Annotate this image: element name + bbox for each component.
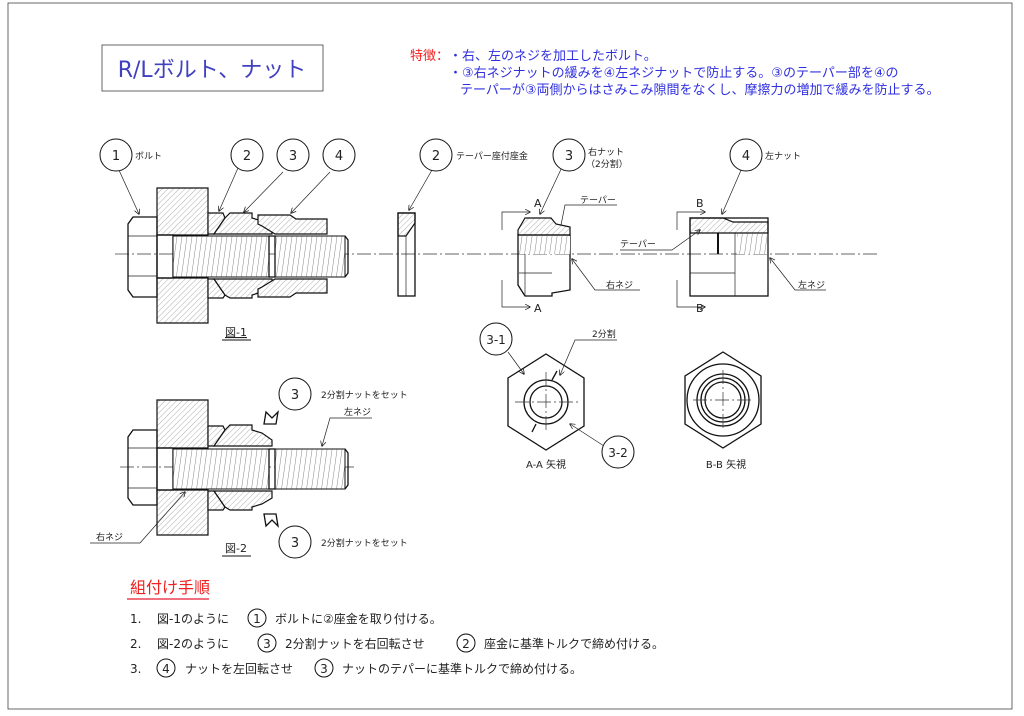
tag-3-2: 3-2 (601, 435, 635, 469)
left-nut-taper-label: テーパー (620, 239, 656, 250)
right-thread-label: 右ネジ (606, 279, 633, 291)
svg-text:3: 3 (291, 536, 299, 551)
svg-text:2: 2 (432, 149, 440, 164)
left-nut-part (620, 167, 826, 307)
svg-text:4: 4 (742, 149, 750, 164)
right-nut-part (501, 164, 640, 307)
svg-text:2分割ナットを右回転させ: 2分割ナットを右回転させ (285, 636, 425, 651)
step-1: 1. 図-1のように 1 ボルトに②座金を取り付ける。 (130, 608, 442, 628)
svg-text:4: 4 (162, 662, 170, 676)
section-b-top: B (696, 197, 704, 210)
balloon-washer: 2 (419, 138, 453, 172)
balloon-3: 3 (276, 138, 310, 172)
balloon-4: 4 (322, 138, 356, 172)
fig2-left-thread-label: 左ネジ (344, 406, 371, 418)
svg-text:ナットを左回転させ: ナットを左回転させ (185, 661, 293, 676)
balloon-left-nut: 4 (729, 138, 763, 172)
aa-view-caption: A-A 矢視 (526, 458, 566, 471)
assembly-heading: 組付け手順 (130, 578, 210, 597)
set-label-top: 2分割ナットをセット (321, 389, 408, 401)
svg-text:1: 1 (112, 149, 120, 164)
svg-text:2: 2 (462, 637, 470, 651)
right-nut-taper-label: テーパー (580, 195, 616, 206)
feature-line-1: ・右、左のネジを加工したボルト。 (449, 49, 657, 64)
bolt-label: ボルト (135, 151, 162, 162)
balloon-2: 2 (230, 138, 264, 172)
sheet-border (7, 2, 1013, 710)
svg-text:4: 4 (335, 149, 343, 164)
feature-line-3: テーパーが③両側からはさみこみ隙間をなくし、摩擦力の増加で緩みを防止する。 (460, 82, 940, 98)
svg-text:図-1のように: 図-1のように (157, 612, 229, 626)
svg-text:2.: 2. (130, 637, 141, 651)
figure-2-assembly (90, 399, 372, 544)
svg-text:3: 3 (289, 149, 297, 164)
feature-line-2: ・③右ネジナットの緩みを④左ネジナットで防止する。③のテーパー部を④の (449, 65, 899, 81)
step-3: 3. 4 ナットを左回転させ 3 ナットのテパーに基準トルクで締め付ける。 (130, 658, 582, 678)
title-box (101, 44, 324, 92)
set-label-bottom: 2分割ナットをセット (321, 537, 408, 549)
svg-text:座金に基準トルクで締め付ける。: 座金に基準トルクで締め付ける。 (484, 636, 664, 651)
section-view-bb (684, 351, 762, 449)
tag-3-1: 3-1 (479, 322, 513, 356)
svg-text:1.: 1. (130, 612, 141, 626)
section-b-bottom: B (696, 302, 704, 315)
down-arrow-icon (263, 410, 279, 425)
balloon-fig2-top: 3 (278, 377, 312, 411)
page-title: R/Lボルト、ナット (118, 58, 307, 83)
balloon-right-nut: 3 (552, 138, 586, 172)
fig2-right-thread-label: 右ネジ (96, 531, 123, 543)
svg-text:3-2: 3-2 (608, 446, 628, 460)
balloon-1: 1 (99, 138, 133, 172)
svg-text:ナットのテパーに基準トルクで締め付ける。: ナットのテパーに基準トルクで締め付ける。 (342, 661, 582, 676)
svg-text:3: 3 (320, 662, 328, 676)
step-2: 2. 図-2のように 3 2分割ナットを右回転させ 2 座金に基準トルクで締め付… (130, 633, 664, 653)
svg-text:図-2のように: 図-2のように (157, 637, 229, 651)
washer-label: テーパー座付座金 (456, 150, 528, 162)
figure-2-caption: 図-2 (225, 542, 247, 555)
left-nut-label: 左ナット (765, 150, 801, 162)
left-thread-label: 左ネジ (798, 279, 825, 291)
balloon-fig2-bottom: 3 (278, 525, 312, 559)
split-label: 2分割 (592, 328, 616, 340)
svg-text:1: 1 (253, 612, 261, 626)
section-view-aa (507, 339, 617, 451)
svg-text:3: 3 (263, 637, 271, 651)
figure-1-caption: 図-1 (225, 326, 247, 339)
up-arrow-icon (263, 513, 279, 528)
features-label: 特徴： (410, 49, 449, 64)
svg-text:3: 3 (565, 149, 573, 164)
figure-1-assembly (115, 167, 880, 324)
svg-text:ボルトに②座金を取り付ける。: ボルトに②座金を取り付ける。 (275, 611, 442, 626)
right-nut-label: 右ナット (588, 146, 624, 158)
section-a-top: A (534, 197, 542, 210)
washer-part (397, 169, 433, 297)
section-a-bottom: A (534, 302, 542, 315)
bb-view-caption: B-B 矢視 (706, 458, 746, 471)
svg-text:3: 3 (291, 388, 299, 403)
right-nut-split-label: （2分割） (586, 158, 628, 170)
svg-text:2: 2 (243, 149, 251, 164)
svg-text:3.: 3. (130, 662, 141, 676)
svg-text:3-1: 3-1 (486, 333, 506, 347)
